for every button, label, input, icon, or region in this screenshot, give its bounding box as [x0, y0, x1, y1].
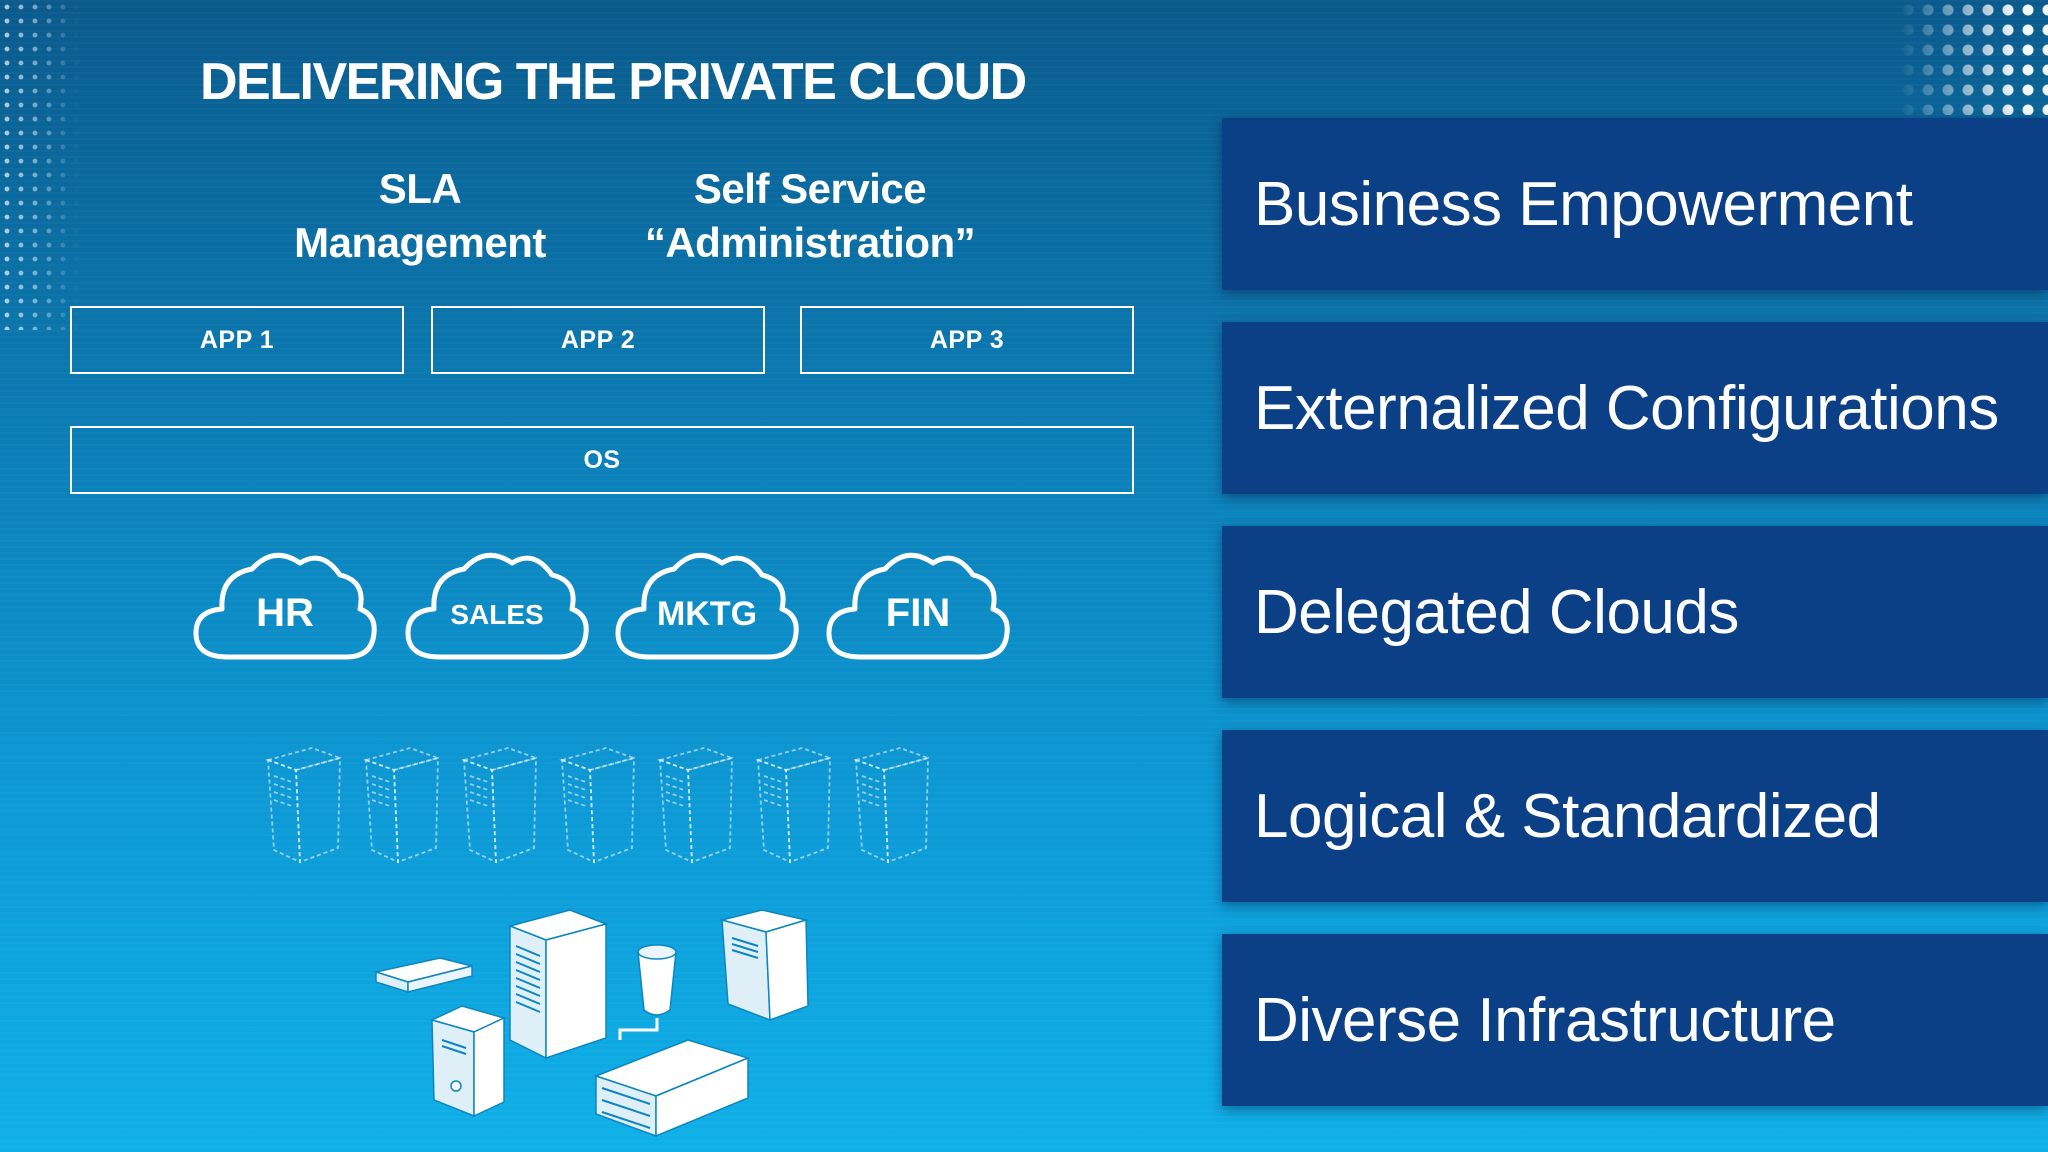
cloud-hr: HR	[190, 545, 380, 680]
decorative-dots-left	[0, 0, 80, 330]
app-3-box: APP 3	[800, 306, 1134, 374]
cloud-mktg: MKTG	[612, 545, 802, 680]
server-rack-icon	[373, 957, 473, 994]
cloud-icon	[405, 552, 589, 660]
cloud-sales: SALES	[402, 545, 592, 680]
server-tower-icon	[507, 909, 609, 1060]
ghost-server-icon	[853, 747, 931, 864]
panel-diverse-infrastructure: Diverse Infrastructure	[1222, 934, 2048, 1106]
slide-title: DELIVERING THE PRIVATE CLOUD	[200, 53, 1027, 111]
cloud-icon	[193, 552, 377, 660]
panel-delegated-clouds: Delegated Clouds	[1222, 526, 2048, 698]
cloud-sales-label: SALES	[450, 599, 544, 630]
virtual-servers-row	[265, 747, 931, 864]
cloud-fin-label: FIN	[885, 591, 951, 635]
ghost-server-icon	[461, 747, 539, 864]
ghost-server-icon	[657, 747, 735, 864]
physical-infrastructure-icons	[373, 909, 809, 1138]
decorative-dots-right	[1898, 0, 2048, 115]
sla-heading-line1: SLA	[378, 165, 462, 212]
self-service-heading: Self Service “Administration”	[620, 162, 1000, 270]
sla-management-heading: SLA Management	[260, 162, 580, 270]
cloud-mktg-label: MKTG	[656, 595, 758, 633]
database-icon	[618, 944, 677, 1040]
server-tower-icon	[429, 1005, 507, 1118]
cloud-fin: FIN	[823, 545, 1013, 680]
self-service-line1: Self Service	[693, 165, 927, 212]
ghost-server-icon	[265, 747, 343, 864]
app-1-box: APP 1	[70, 306, 404, 374]
server-tower-icon	[719, 909, 809, 1022]
cloud-icon	[826, 552, 1010, 660]
server-rack-icon	[593, 1039, 751, 1138]
ghost-server-icon	[363, 747, 441, 864]
cloud-icon	[615, 552, 799, 660]
app-2-box: APP 2	[431, 306, 765, 374]
ghost-server-icon	[559, 747, 637, 864]
ghost-server-icon	[755, 747, 833, 864]
panel-externalized-configurations: Externalized Configurations	[1222, 322, 2048, 494]
panel-business-empowerment: Business Empowerment	[1222, 118, 2048, 290]
os-box: OS	[70, 426, 1134, 494]
panel-logical-standardized: Logical & Standardized	[1222, 730, 2048, 902]
self-service-line2: “Administration”	[644, 219, 976, 266]
sla-heading-line2: Management	[294, 219, 546, 266]
cloud-hr-label: HR	[256, 591, 314, 635]
